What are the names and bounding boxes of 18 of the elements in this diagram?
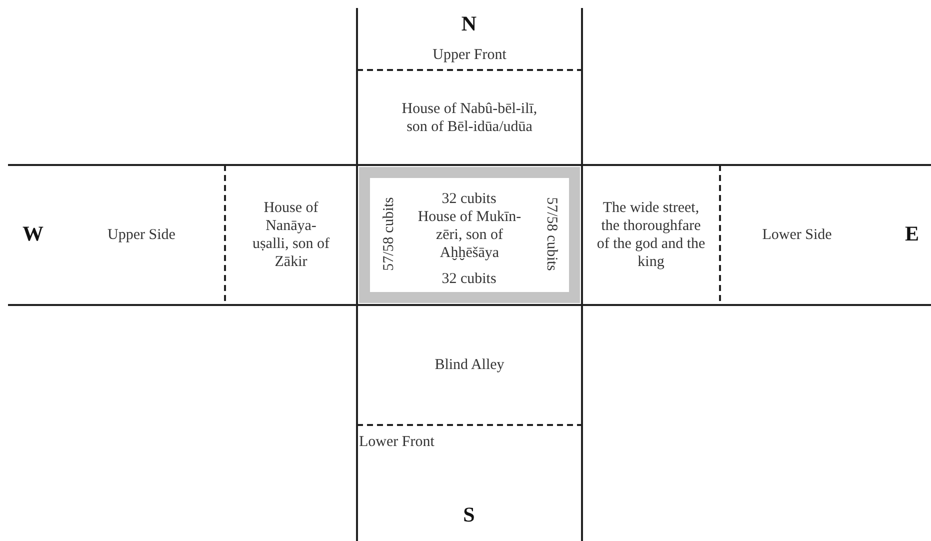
compass-letter: N [461, 10, 477, 38]
dimension-label: 57/58 cubits [380, 197, 398, 271]
compass-letter: S [463, 501, 475, 528]
plot-label: House of Nanāya-uṣalli, son of Zākir [251, 199, 331, 271]
plot-label: Blind Alley [434, 356, 504, 374]
plot-label: Upper Front [432, 46, 506, 64]
dimension-label: 32 cubits [442, 270, 496, 289]
plot-label: House of Nabû-bēl-ilī, son of Bēl-idūa/udūa [400, 100, 538, 136]
plot-label: House of Mukīn-zēri, son of Aḫḫēšāya [416, 208, 522, 262]
plot-label: The wide street, the thoroughfare of the god and the king [596, 199, 706, 271]
plot-label: Upper Side [108, 226, 176, 244]
compass-letter: E [905, 220, 919, 248]
main-house-plot [359, 167, 580, 303]
dimension-label: 57/58 cubits [542, 197, 560, 271]
plot-label: Lower Front [359, 433, 434, 451]
compass-letter: W [22, 220, 44, 248]
dimension-label: 32 cubits [442, 190, 496, 209]
plot-label: Lower Side [762, 226, 832, 244]
